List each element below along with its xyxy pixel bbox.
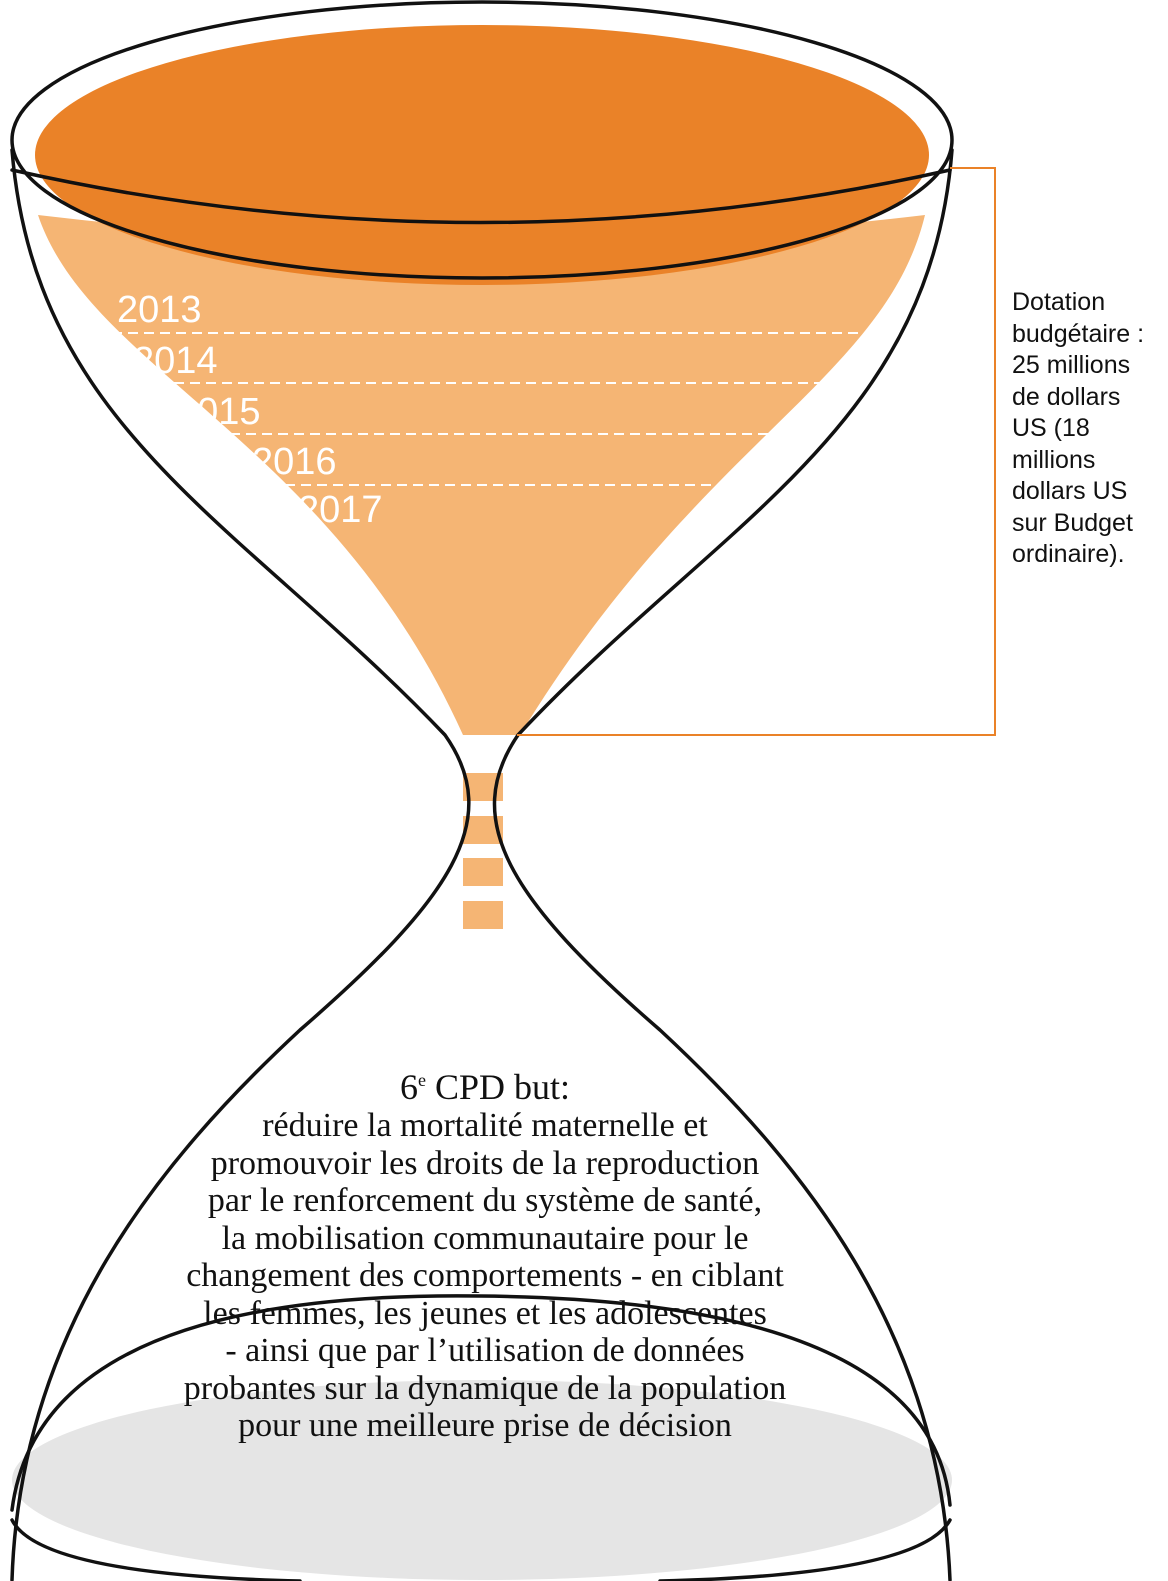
hourglass-bottom-bowl bbox=[12, 1380, 952, 1580]
budget-note-line: millions bbox=[1012, 445, 1096, 474]
goal-line: promouvoir les droits de la reproduction bbox=[210, 1144, 760, 1182]
year-label-2017: 2017 bbox=[298, 489, 383, 531]
goal-line: changement des comportements - en ciblan… bbox=[186, 1257, 784, 1294]
hourglass-bottom-edge bbox=[10, 1518, 952, 1581]
goal-title-text: CPD but: bbox=[425, 1067, 571, 1107]
hourglass-outline bbox=[10, 0, 954, 1581]
goal-line: les femmes, les jeunes et les adolescent… bbox=[203, 1294, 767, 1332]
goal-line: - ainsi que par l’utilisation de données bbox=[225, 1332, 745, 1369]
hourglass-bottom-rim bbox=[10, 1294, 952, 1512]
hourglass-left-side bbox=[10, 148, 471, 1581]
budget-note: Dotation budgétaire : 25 millions de dol… bbox=[1012, 287, 1162, 571]
goal-line: par le renforcement du système de santé, bbox=[207, 1182, 763, 1219]
year-label-2014: 2014 bbox=[133, 340, 218, 382]
budget-note-line: budgétaire : bbox=[1012, 319, 1145, 348]
goal-line: pour une meilleure prise de décision bbox=[238, 1407, 732, 1444]
year-label-2013: 2013 bbox=[117, 289, 202, 331]
year-label-2015: 2015 bbox=[176, 391, 261, 433]
year-label-2016: 2016 bbox=[252, 441, 337, 483]
budget-bracket bbox=[517, 167, 996, 736]
goal-statement: 6e CPD but: réduire la mortalité materne… bbox=[100, 1060, 870, 1445]
goal-line: la mobilisation communautaire pour le bbox=[221, 1219, 749, 1257]
budget-note-line: 25 millions bbox=[1012, 351, 1131, 379]
hourglass-sand bbox=[38, 215, 925, 735]
hourglass-top-opening bbox=[35, 25, 929, 285]
sand-block bbox=[463, 901, 503, 929]
hourglass-right-side bbox=[492, 148, 954, 1581]
budget-note-line: dollars US bbox=[1012, 477, 1128, 505]
budget-note-line: US (18 bbox=[1012, 414, 1090, 442]
goal-title-number: 6 bbox=[399, 1067, 418, 1107]
sand-block bbox=[463, 858, 503, 886]
budget-note-line: ordinaire). bbox=[1012, 540, 1125, 568]
year-separators bbox=[80, 332, 890, 486]
budget-note-line: de dollars bbox=[1012, 382, 1121, 411]
goal-line: réduire la mortalité maternelle et bbox=[262, 1107, 708, 1144]
hourglass-top-inner-rim bbox=[10, 168, 952, 225]
budget-note-line: sur Budget bbox=[1012, 508, 1133, 537]
goal-title: 6e CPD but: bbox=[100, 1060, 870, 1107]
goal-line: probantes sur la dynamique de la populat… bbox=[183, 1369, 787, 1407]
budget-note-line: Dotation bbox=[1012, 288, 1106, 316]
hourglass-top-rim bbox=[10, 0, 954, 280]
goal-title-ordinal: e bbox=[417, 1070, 426, 1090]
